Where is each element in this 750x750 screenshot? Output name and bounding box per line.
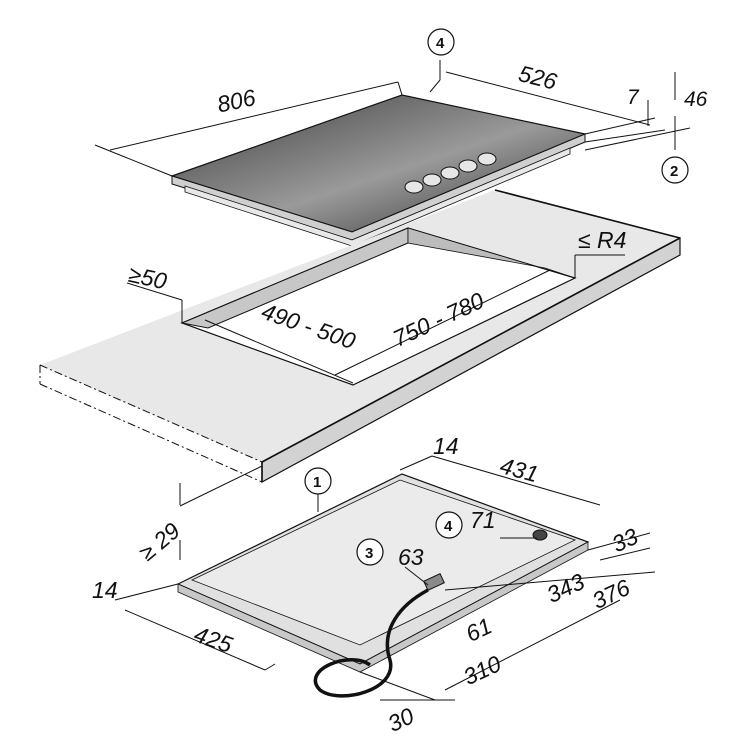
cutout-inner-wall-right	[407, 227, 576, 279]
min-29-dimension-lines	[179, 465, 263, 560]
dim-min-29: ≥ 29	[134, 517, 185, 566]
dim-min-50: ≥50	[126, 261, 169, 294]
dim-14-top: 14	[433, 433, 459, 459]
knob-icon	[422, 173, 442, 187]
hob-knobs	[404, 152, 497, 194]
hob-dimensions	[94, 60, 691, 177]
cutout-dimensions	[126, 254, 625, 384]
callout-4-bottom: 4	[435, 511, 463, 539]
dim-30: 30	[384, 702, 418, 736]
dim-14-left: 14	[92, 577, 118, 603]
dim-806: 806	[215, 84, 258, 117]
dim-310: 310	[459, 650, 505, 690]
svg-text:3: 3	[365, 545, 373, 562]
electrical-connector-icon	[423, 573, 445, 591]
dim-526: 526	[516, 60, 560, 95]
knob-icon	[458, 159, 478, 173]
dim-431: 431	[497, 452, 541, 487]
dim-radius: ≤ R4	[578, 227, 626, 253]
hob-underside	[176, 473, 590, 698]
callout-3: 3	[356, 538, 384, 566]
base-dimensions	[114, 455, 656, 701]
dim-425: 425	[191, 621, 236, 658]
knob-icon	[477, 152, 497, 166]
dim-46: 46	[684, 88, 708, 111]
countertop	[39, 189, 681, 484]
hob-body	[184, 147, 571, 247]
underside-raised-panel	[190, 479, 577, 646]
dim-61: 61	[462, 612, 496, 646]
dim-63: 63	[398, 544, 424, 570]
dim-343: 343	[543, 568, 589, 608]
callout-2: 2	[661, 156, 689, 184]
knob-icon	[440, 166, 460, 180]
power-cable	[313, 588, 429, 698]
hob-unit	[170, 94, 587, 247]
knob-icon	[404, 180, 424, 194]
svg-text:4: 4	[444, 518, 453, 535]
dim-71: 71	[470, 507, 496, 533]
dim-33: 33	[608, 523, 642, 557]
dim-7: 7	[627, 86, 640, 109]
svg-text:4: 4	[436, 35, 445, 52]
dim-376: 376	[588, 574, 634, 614]
svg-text:2: 2	[670, 163, 678, 180]
svg-text:1: 1	[313, 474, 321, 491]
callout-1: 1	[304, 467, 332, 512]
callout-4-top: 4	[427, 28, 455, 56]
